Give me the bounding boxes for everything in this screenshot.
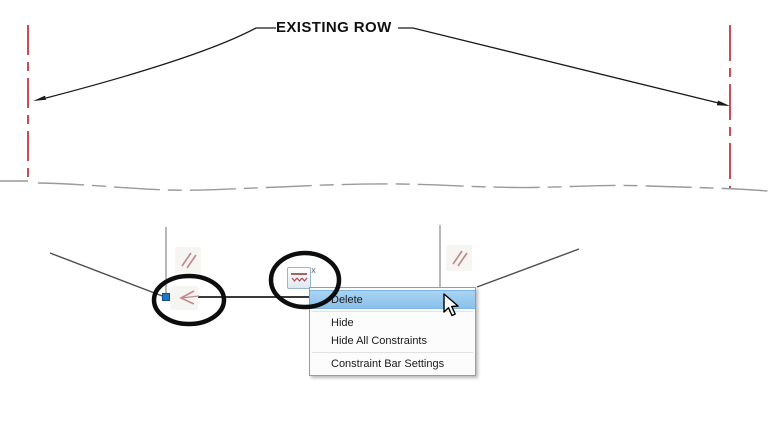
leader-arrowhead-left [33,95,47,101]
leader-arrowhead-right [716,100,730,106]
leader-line-right [398,27,718,104]
parallel-constraint-icon-right[interactable] [446,245,472,271]
cursor-arrow-icon [443,293,459,317]
grip-point[interactable] [162,293,170,301]
menu-separator [312,311,473,312]
close-icon[interactable]: x [311,265,316,275]
geometry-diagonal-right[interactable] [476,248,580,288]
boundary-dashdot-line[interactable] [37,182,768,192]
menu-item-hide[interactable]: Hide [331,317,354,329]
parallel-constraint-icon-left[interactable] [175,247,201,273]
menu-separator [312,352,473,353]
coincident-constraint-icon[interactable] [170,286,200,310]
existing-row-label: EXISTING ROW [276,19,392,36]
leader-line-left [45,27,276,99]
collinear-constraint-icon[interactable] [287,267,311,289]
geometry-diagonal-left[interactable] [49,252,166,298]
menu-item-hide-all-constraints[interactable]: Hide All Constraints [331,335,427,347]
menu-item-constraint-bar-settings[interactable]: Constraint Bar Settings [331,358,445,370]
